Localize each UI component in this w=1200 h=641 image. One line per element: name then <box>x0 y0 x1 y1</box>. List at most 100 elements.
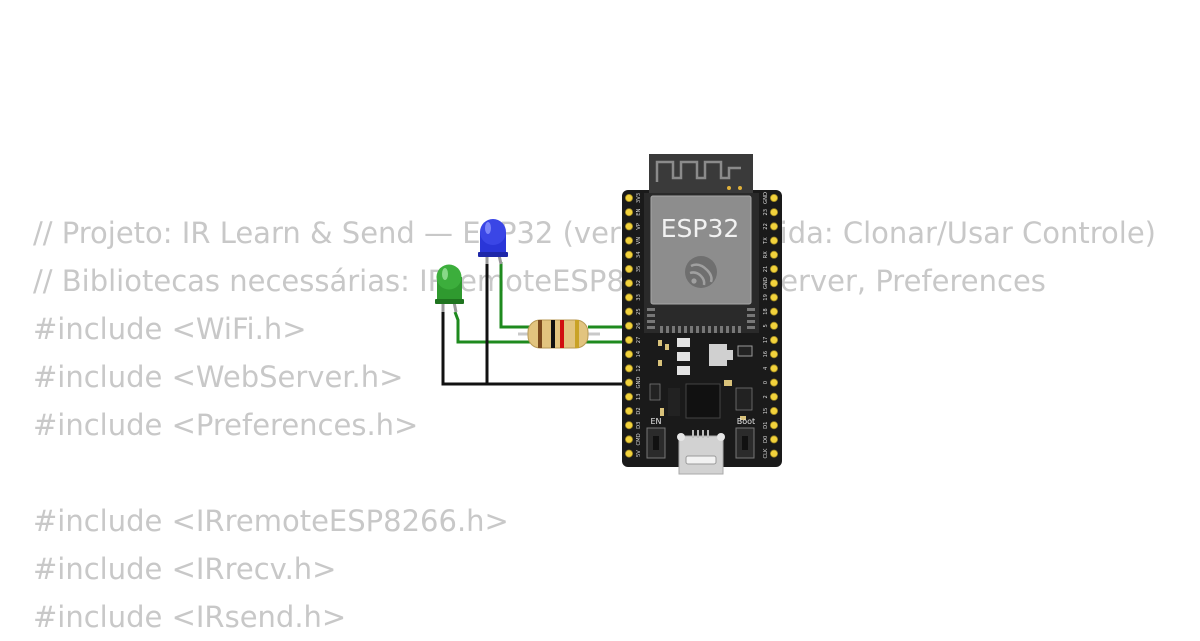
left-pin-label: GND <box>636 377 642 389</box>
left-pin[interactable] <box>625 321 634 330</box>
code-line: #include <IRrecv.h> <box>33 552 337 586</box>
right-pin-label: 17 <box>763 337 769 344</box>
code-line: #include <WebServer.h> <box>33 360 404 394</box>
left-pin-label: 25 <box>636 308 642 315</box>
left-pin[interactable] <box>625 449 634 458</box>
left-pin[interactable] <box>625 208 634 217</box>
left-pin-label: 33 <box>636 294 642 301</box>
esp32-board[interactable]: ESP32 3V3ENVPVN343532332526271412GND13D2… <box>622 154 782 475</box>
wire-green-led-cathode-to-gnd[interactable] <box>441 310 630 386</box>
right-pin-label: 21 <box>763 266 769 273</box>
right-pin[interactable] <box>770 364 779 373</box>
left-pin-label: D3 <box>636 422 642 429</box>
right-pin-label: D1 <box>763 422 769 429</box>
left-pin-label: 14 <box>636 350 642 357</box>
left-pin-label: 35 <box>636 266 642 273</box>
right-pin-label: 2 <box>763 395 769 398</box>
left-pin[interactable] <box>625 307 634 316</box>
svg-text:Boot: Boot <box>737 417 755 426</box>
right-pin[interactable] <box>770 264 779 273</box>
left-pin[interactable] <box>625 293 634 302</box>
left-pin-label: 3V3 <box>636 193 642 203</box>
left-pin[interactable] <box>625 378 634 387</box>
left-pin[interactable] <box>625 335 634 344</box>
right-pin-label: 22 <box>763 223 769 230</box>
right-pin-label: TX <box>763 237 769 245</box>
code-line: #include <IRsend.h> <box>33 600 347 634</box>
right-pin-label: 18 <box>763 308 769 315</box>
right-pin[interactable] <box>770 250 779 259</box>
blue-led[interactable] <box>478 219 508 265</box>
left-pin[interactable] <box>625 264 634 273</box>
right-pin[interactable] <box>770 435 779 444</box>
code-line: #include <IRremoteESP8266.h> <box>33 504 509 538</box>
left-pin-label: EN <box>636 209 642 216</box>
right-pin[interactable] <box>770 193 779 202</box>
left-pin[interactable] <box>625 193 634 202</box>
right-pin-label: 19 <box>763 294 769 301</box>
right-pin[interactable] <box>770 335 779 344</box>
boot-button[interactable]: Boot <box>735 417 755 459</box>
left-pin-label: 27 <box>636 337 642 344</box>
code-line: #include <Preferences.h> <box>33 408 419 442</box>
left-pin-label: CMD <box>636 433 642 445</box>
left-pin[interactable] <box>625 350 634 359</box>
right-pin-label: RX <box>763 251 769 259</box>
right-pin-label: 4 <box>763 366 769 370</box>
left-pin[interactable] <box>625 421 634 430</box>
left-pin-label: VN <box>636 237 642 245</box>
right-pin[interactable] <box>770 293 779 302</box>
right-pin[interactable] <box>770 392 779 401</box>
right-pin[interactable] <box>770 406 779 415</box>
right-pin[interactable] <box>770 378 779 387</box>
right-pin[interactable] <box>770 350 779 359</box>
left-pin[interactable] <box>625 406 634 415</box>
right-pin-label: 16 <box>763 351 769 358</box>
code-line: #include <WiFi.h> <box>33 312 307 346</box>
right-pin-label: D0 <box>763 436 769 443</box>
left-pin-label: VP <box>636 223 642 230</box>
left-pin[interactable] <box>625 364 634 373</box>
left-pin-label: 32 <box>636 280 642 287</box>
espressif-logo-icon <box>685 256 717 288</box>
right-pin-label: 23 <box>763 209 769 216</box>
left-pin[interactable] <box>625 279 634 288</box>
green-led[interactable] <box>435 264 464 313</box>
right-pin-label: 15 <box>763 408 769 415</box>
left-pin-label: 34 <box>636 251 642 258</box>
board-label: ESP32 <box>661 214 740 243</box>
right-pin[interactable] <box>770 449 779 458</box>
en-button[interactable]: EN <box>646 417 666 459</box>
left-pin-label: 12 <box>636 365 642 372</box>
module-pads <box>647 308 755 333</box>
right-pin[interactable] <box>770 321 779 330</box>
left-pin[interactable] <box>625 435 634 444</box>
right-pin[interactable] <box>770 208 779 217</box>
right-pin[interactable] <box>770 222 779 231</box>
board-components <box>649 338 753 420</box>
usb-port[interactable] <box>677 430 725 475</box>
left-pin-label: 13 <box>636 393 642 400</box>
right-pin-label: GND <box>763 192 769 204</box>
svg-text:EN: EN <box>650 417 661 426</box>
right-pin-label: 0 <box>763 381 769 384</box>
left-pin[interactable] <box>625 222 634 231</box>
left-pin-label: D2 <box>636 407 642 414</box>
right-pin[interactable] <box>770 279 779 288</box>
left-pin[interactable] <box>625 250 634 259</box>
right-pin[interactable] <box>770 307 779 316</box>
right-pin-label: 5 <box>763 324 769 327</box>
left-pin[interactable] <box>625 236 634 245</box>
left-pin-label: 26 <box>636 322 642 329</box>
right-pin-label: GND <box>763 277 769 289</box>
right-pin[interactable] <box>770 236 779 245</box>
wire-blue-led-to-resistor[interactable] <box>499 262 532 329</box>
right-pin-label: CLK <box>763 448 769 459</box>
left-pin[interactable] <box>625 392 634 401</box>
right-pin[interactable] <box>770 421 779 430</box>
left-pin-label: 5V <box>636 450 642 457</box>
resistor[interactable] <box>518 319 600 349</box>
